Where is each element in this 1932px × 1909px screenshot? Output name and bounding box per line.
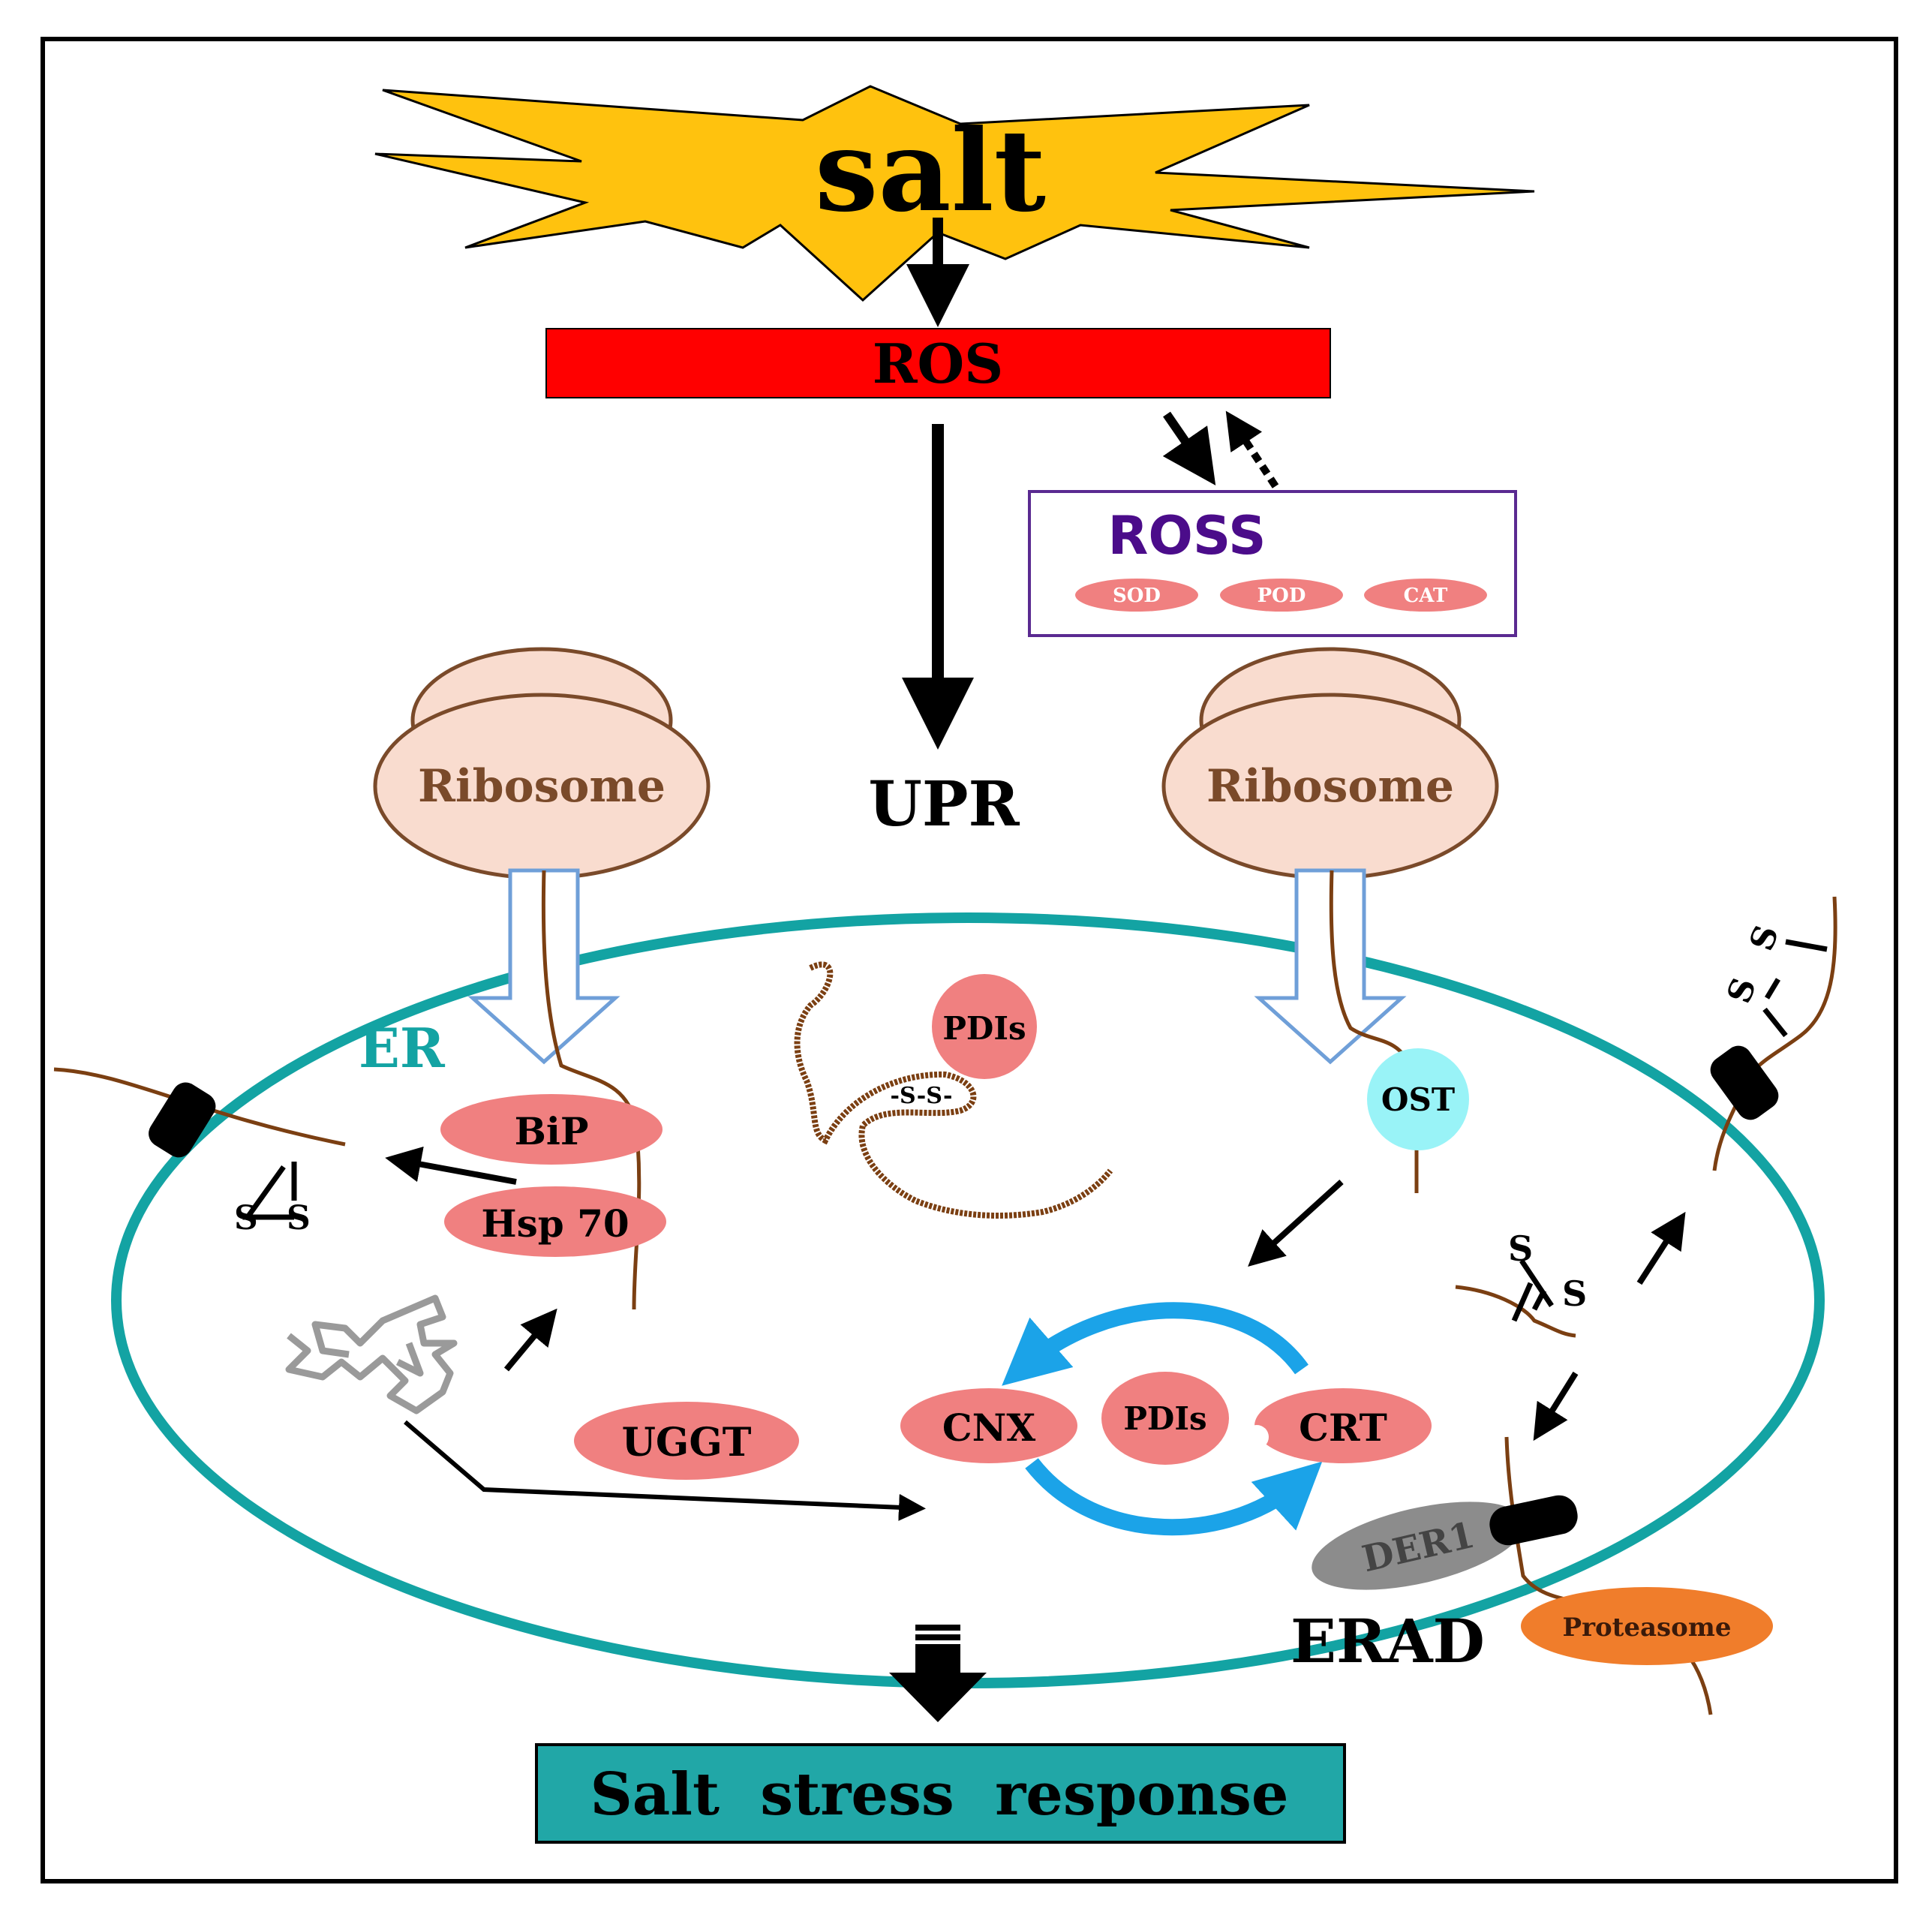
sulfur-top-right-1: S xyxy=(1742,920,1786,955)
cycle-arrow-top xyxy=(1002,1302,1309,1386)
ost-label: OST xyxy=(1381,1081,1455,1118)
ross-box xyxy=(1028,490,1517,637)
crt-protein xyxy=(1254,1388,1432,1463)
response-label: Salt stress response xyxy=(590,1760,1288,1829)
ros-to-ross-arrow xyxy=(1162,411,1216,486)
ribosome-right-label: Ribosome xyxy=(1206,760,1454,813)
to-export-right-arrow xyxy=(1636,1211,1686,1285)
cat-label: CAT xyxy=(1404,585,1448,607)
salt-label: salt xyxy=(815,105,1046,237)
misfolded-to-cnx-arrow xyxy=(404,1420,926,1521)
pod-enzyme xyxy=(1220,579,1343,612)
ribosome-left-label: Ribosome xyxy=(418,760,666,813)
response-box xyxy=(535,1743,1346,1844)
crt-label: CRT xyxy=(1299,1405,1387,1450)
cycle-arrow-bottom xyxy=(1025,1458,1323,1536)
er-label: ER xyxy=(359,1016,446,1080)
export-arrow-left xyxy=(385,1146,517,1185)
ross-to-ros-dotted-arrow xyxy=(1225,410,1279,489)
ost-protein xyxy=(1367,1048,1469,1150)
crt-notch xyxy=(1245,1425,1269,1449)
proteasome xyxy=(1521,1587,1773,1665)
hsp70-label: Hsp 70 xyxy=(481,1201,629,1246)
sulfur-top-right-2: S xyxy=(1720,973,1764,1008)
uggt-label: UGGT xyxy=(622,1420,752,1466)
channel-left xyxy=(149,1082,216,1158)
sod-label: SOD xyxy=(1113,585,1161,607)
bip-label: BiP xyxy=(515,1109,589,1153)
proteasome-label: Proteasome xyxy=(1563,1613,1732,1643)
pdi-substrate-chain xyxy=(794,961,1113,1219)
disulfide-center-label: -S-S- xyxy=(891,1083,953,1109)
sulfur-left-2: S xyxy=(287,1199,311,1237)
pdi-center-protein xyxy=(1101,1372,1229,1465)
translocation-arrow-right xyxy=(1254,868,1407,1065)
upr-label: UPR xyxy=(868,768,1020,840)
cnx-protein xyxy=(900,1388,1077,1463)
erad-label: ERAD xyxy=(1291,1606,1485,1676)
disulfide-bond-left xyxy=(242,1162,297,1220)
ros-label: ROS xyxy=(873,332,1004,395)
channel-right xyxy=(1710,1045,1779,1120)
misfolded-protein xyxy=(285,1294,458,1414)
disulfide-bond-right xyxy=(1511,1259,1554,1322)
sulfur-right-2: S xyxy=(1562,1273,1587,1314)
to-erad-arrow xyxy=(1533,1371,1579,1442)
uggt-protein xyxy=(574,1402,799,1480)
export-chain-right xyxy=(1712,896,1837,1171)
salt-starburst xyxy=(374,85,1535,302)
cnx-label: CNX xyxy=(942,1405,1035,1450)
folded-chain-right xyxy=(1455,1285,1576,1338)
pdi-center-label: PDIs xyxy=(1123,1400,1206,1437)
sod-enzyme xyxy=(1075,579,1198,612)
pdi-top-protein xyxy=(932,974,1037,1079)
sulfur-right-1: S xyxy=(1508,1228,1533,1269)
der1-protein xyxy=(1312,1502,1525,1590)
pod-label: POD xyxy=(1257,585,1306,607)
misfolded-to-hsp70-arrow xyxy=(503,1308,557,1372)
ost-to-cnx-arrow xyxy=(1248,1180,1344,1267)
bip-protein xyxy=(440,1094,663,1165)
erad-chain xyxy=(1504,1436,1713,1715)
cat-enzyme xyxy=(1364,579,1487,612)
ros-bar xyxy=(545,328,1331,398)
ribosome-right: Ribosome xyxy=(1161,647,1499,880)
pdi-top-label: PDIs xyxy=(942,1010,1026,1047)
hsp70-protein xyxy=(444,1186,666,1257)
outer-frame xyxy=(41,37,1898,1883)
ross-label: ROSS xyxy=(1107,505,1266,567)
disulfide-bond-top-right xyxy=(1762,939,1828,1038)
ribosome-left: Ribosome xyxy=(373,647,711,880)
erad-channel xyxy=(1489,1495,1578,1546)
sulfur-left-1: S xyxy=(234,1199,258,1237)
to-response-arrow xyxy=(889,1625,987,1722)
